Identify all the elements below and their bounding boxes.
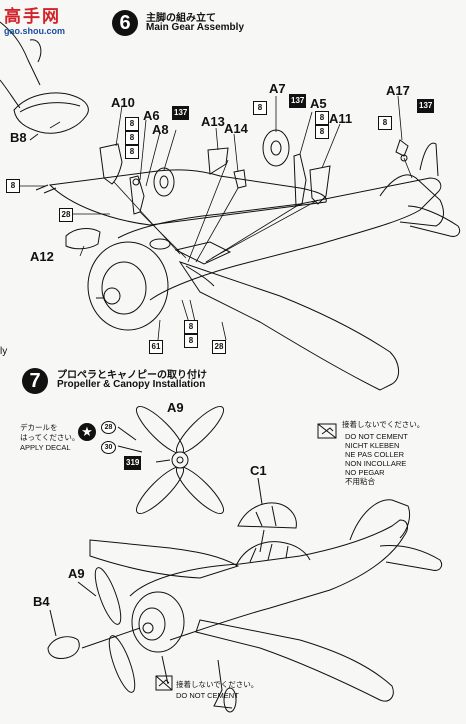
- paint-code-30-round: 30: [101, 441, 116, 454]
- leader-lines-step6: [14, 95, 413, 341]
- step-7-title-jp: プロペラとキャノピーの取り付け: [57, 370, 207, 381]
- no-cement-jp: 接着しないでください。: [342, 420, 425, 429]
- watermark-url: gao.shou.com: [4, 26, 66, 36]
- step-6-title-jp: 主脚の組み立て: [146, 13, 216, 24]
- step-7-title-en: Propeller & Canopy Installation: [57, 379, 206, 390]
- paint-code-61: 61: [149, 340, 163, 354]
- watermark-title: 高手网: [4, 7, 61, 27]
- paint-code-8: 8: [125, 145, 139, 159]
- paint-code-28: 28: [59, 208, 73, 222]
- paint-code-319: 319: [124, 456, 142, 470]
- paint-code-137: 137: [172, 106, 190, 120]
- paint-code-8: 8: [253, 101, 267, 115]
- gear-parts-step6: [65, 129, 409, 250]
- no-cement-line: NICHT KLEBEN: [345, 441, 400, 450]
- propeller-step7: [47, 567, 141, 693]
- watermark-logo: 高手网 gao.shou.com: [4, 2, 74, 36]
- part-label-a11: A11: [329, 111, 353, 126]
- paint-code-8: 8: [315, 125, 329, 139]
- decal-star-icon: ★: [78, 423, 96, 441]
- part-b8-fairing: [13, 92, 89, 134]
- paint-code-137: 137: [417, 99, 435, 113]
- step-6-title-en: Main Gear Assembly: [146, 22, 245, 33]
- no-cement-icon-1: [317, 423, 337, 439]
- part-label-b4: B4: [33, 594, 50, 609]
- step-6-number: 6: [112, 10, 138, 36]
- part-label-a10: A10: [111, 95, 135, 110]
- part-label-a6: A6: [143, 108, 160, 123]
- part-label-a5: A5: [310, 96, 327, 111]
- cropped-text-fragment: ly: [0, 346, 8, 357]
- part-label-a12: A12: [30, 249, 54, 264]
- paint-code-8: 8: [378, 116, 392, 130]
- decal-note-line2: はってください。: [20, 433, 80, 442]
- no-cement-line: 不用粘合: [345, 477, 375, 486]
- paint-code-8: 8: [6, 179, 20, 193]
- no-cement-icon-2: [155, 675, 173, 691]
- no-cement-line: DO NOT CEMENT: [345, 432, 408, 441]
- step-7-number: 7: [22, 368, 48, 394]
- no-cement-line: NON INCOLLARE: [345, 459, 407, 468]
- part-label-a9: A9: [167, 400, 184, 415]
- no-cement-line: NE PAS COLLER: [345, 450, 405, 459]
- paint-code-28: 28: [212, 340, 226, 354]
- no-cement-jp-bottom: 接着しないでください。: [176, 680, 259, 689]
- paint-code-137: 137: [289, 94, 307, 108]
- canopy-c1: [237, 477, 297, 553]
- decal-note-line3: APPLY DECAL: [20, 443, 71, 452]
- aircraft-step6: [35, 142, 461, 391]
- paint-code-8: 8: [315, 111, 329, 125]
- part-label-a17: A17: [386, 83, 410, 98]
- propeller-a9: [117, 405, 225, 515]
- paint-code-8: 8: [184, 334, 198, 348]
- part-label-b8: B8: [10, 130, 27, 145]
- no-cement-line: NO PEGAR: [345, 468, 385, 477]
- paint-code-8: 8: [125, 117, 139, 131]
- aircraft-step7: [89, 499, 443, 713]
- paint-code-8: 8: [184, 320, 198, 334]
- paint-code-8: 8: [125, 131, 139, 145]
- part-label-a8: A8: [152, 122, 169, 137]
- part-label-a9-second: A9: [68, 566, 85, 581]
- paint-code-28-round: 28: [101, 421, 116, 434]
- decal-note-line1: デカールを: [20, 423, 58, 432]
- part-label-c1: C1: [250, 463, 267, 478]
- part-label-a14: A14: [224, 121, 248, 136]
- no-cement-en-bottom: DO NOT CEMENT: [176, 691, 239, 700]
- part-label-a7: A7: [269, 81, 286, 96]
- part-label-a13: A13: [201, 114, 225, 129]
